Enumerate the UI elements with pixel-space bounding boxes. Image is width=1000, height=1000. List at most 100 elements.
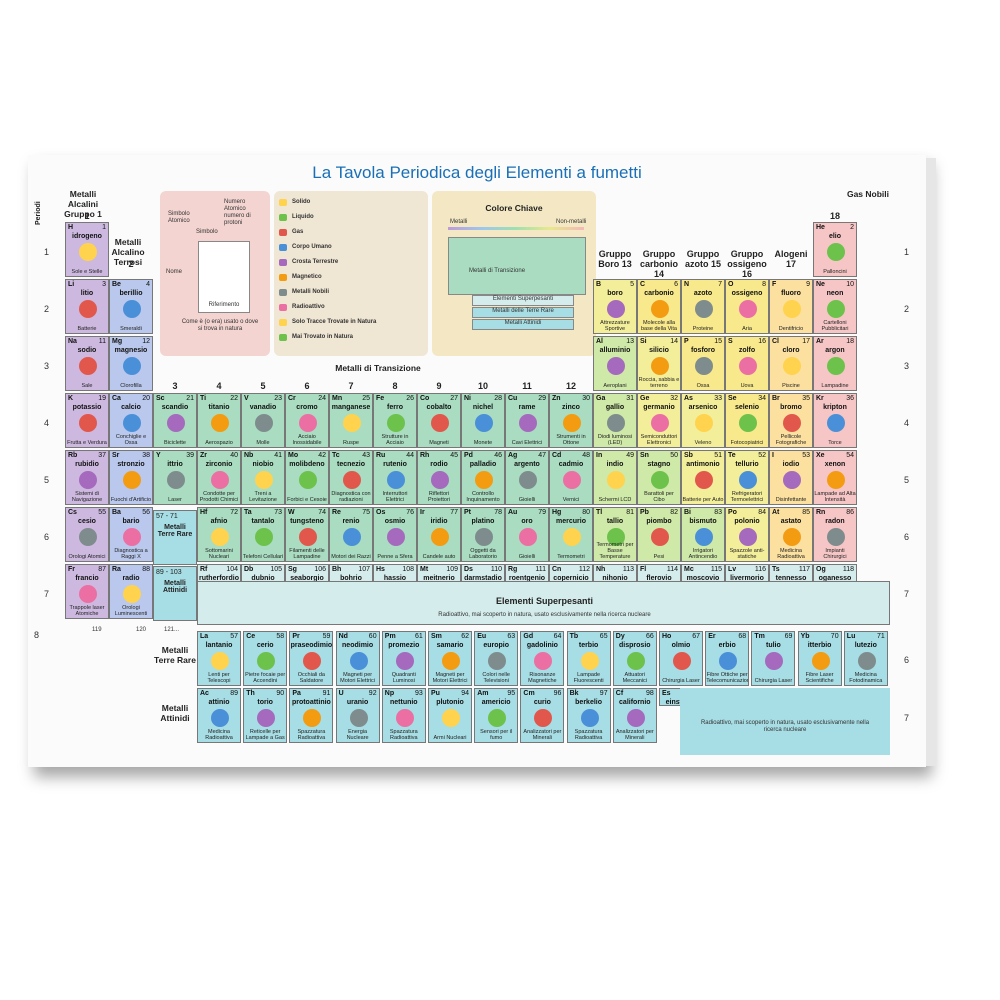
element-cell[interactable]: Ta73tantaloTelefoni Cellulari: [241, 507, 285, 562]
element-cell[interactable]: B5boroAttrezzature Sportive: [593, 279, 637, 334]
element-cell[interactable]: He2elioPalloncini: [813, 222, 857, 277]
element-cell[interactable]: Rg111roentgenio: [505, 564, 549, 582]
element-cell[interactable]: Re75renioMotori dei Razzi: [329, 507, 373, 562]
element-cell[interactable]: Pu94plutonioArmi Nucleari: [428, 688, 472, 743]
element-cell[interactable]: Ts117tennesso: [769, 564, 813, 582]
element-cell[interactable]: Dy66disprosioAttuatori Meccanici: [612, 631, 657, 686]
element-cell[interactable]: W74tungstenoFilamenti delle Lampadine: [285, 507, 329, 562]
element-cell[interactable]: Bi83bismutoIrrigatori Antincendio: [681, 507, 725, 562]
element-cell[interactable]: Pa91protoattinioSpazzatura Radioattiva: [289, 688, 334, 743]
element-cell[interactable]: Db105dubnio: [241, 564, 285, 582]
element-cell[interactable]: At85astatoMedicina Radioattiva: [769, 507, 813, 562]
element-cell[interactable]: Sr38stronzioFuochi d'Artificio: [109, 450, 153, 505]
element-cell[interactable]: Cn112copernicio: [549, 564, 593, 582]
element-cell[interactable]: H1idrogenoSole e Stelle: [65, 222, 109, 277]
element-cell[interactable]: O8ossigenoAria: [725, 279, 769, 334]
element-cell[interactable]: Au79oroGioielli: [505, 507, 549, 562]
element-cell[interactable]: Gd64gadolinioRisonanze Magnetiche: [520, 631, 565, 686]
element-cell[interactable]: Pt78platinoOggetti da Laboratorio: [461, 507, 505, 562]
element-cell[interactable]: Np93nettunioSpazzatura Radioattiva: [381, 688, 426, 743]
element-cell[interactable]: Pm61promezioQuadranti Luminosi: [381, 631, 426, 686]
element-cell[interactable]: Hf72afnioSottomarini Nucleari: [197, 507, 241, 562]
element-cell[interactable]: Sg106seaborgio: [285, 564, 329, 582]
element-cell[interactable]: Lv116livermorio: [725, 564, 769, 582]
element-cell[interactable]: C6carbonioMolecole alla base della Vita: [637, 279, 681, 334]
element-cell[interactable]: Lu71lutezioMedicina Fotodinamica: [843, 631, 888, 686]
element-cell[interactable]: Bh107bohrio: [329, 564, 373, 582]
element-cell[interactable]: La57lantanioLenti per Telescopi: [197, 631, 241, 686]
element-cell[interactable]: Rn86radonImpianti Chirurgici: [813, 507, 857, 562]
element-cell[interactable]: Ba56barioDiagnostica a Raggi X: [109, 507, 153, 562]
element-cell[interactable]: Cr24cromoAcciaio Inossidabile: [285, 393, 329, 448]
element-cell[interactable]: Nh113nihonio: [593, 564, 637, 582]
element-cell[interactable]: Xe54xenonLampade ad Alta Intensità: [813, 450, 857, 505]
element-cell[interactable]: Rb37rubidioSistemi di Navigazione: [65, 450, 109, 505]
element-cell[interactable]: Fe26ferroStrutture in Acciaio: [373, 393, 417, 448]
element-cell[interactable]: Ag47argentoGioielli: [505, 450, 549, 505]
element-cell[interactable]: Th90torioReticelle per Lampade a Gas: [243, 688, 288, 743]
element-cell[interactable]: Eu63europioColori nelle Televisioni: [474, 631, 519, 686]
element-cell[interactable]: Po84polonioSpazzole anti-statiche: [725, 507, 769, 562]
element-cell[interactable]: Mg12magnesioClorofilla: [109, 336, 153, 391]
element-cell[interactable]: Sb51antimonioBatterie per Auto: [681, 450, 725, 505]
element-cell[interactable]: Ra88radioOrologi Luminescenti: [109, 564, 153, 619]
element-cell[interactable]: Fr87francioTrappole laser Atomiche: [65, 564, 109, 619]
element-cell[interactable]: K19potassioFrutta e Verdura: [65, 393, 109, 448]
element-cell[interactable]: Cf98californioAnalizzatori per Minerali: [612, 688, 657, 743]
element-cell[interactable]: As33arsenicoVeleno: [681, 393, 725, 448]
element-cell[interactable]: Sc21scandioBiciclette: [153, 393, 197, 448]
element-cell[interactable]: Ni28nichelMonete: [461, 393, 505, 448]
element-cell[interactable]: Zn30zincoStrumenti in Ottone: [549, 393, 593, 448]
element-cell[interactable]: In49indioSchermi LCD: [593, 450, 637, 505]
element-cell[interactable]: Hg80mercurioTermometri: [549, 507, 593, 562]
element-cell[interactable]: Rf104rutherfordio: [197, 564, 241, 582]
element-cell[interactable]: Te52tellurioRefrigeratori Termoelettrici: [725, 450, 769, 505]
element-cell[interactable]: Se34selenioFotocopiatrici: [725, 393, 769, 448]
element-cell[interactable]: Mc115moscovio: [681, 564, 725, 582]
element-cell[interactable]: Ti22titanioAerospazio: [197, 393, 241, 448]
element-cell[interactable]: Ga31gallioDiodi luminosi (LED): [593, 393, 637, 448]
element-cell[interactable]: Cm96curioAnalizzatori per Minerali: [520, 688, 565, 743]
element-cell[interactable]: Cd48cadmioVernici: [549, 450, 593, 505]
element-cell[interactable]: Rh45rodioRiflettori Proiettori: [417, 450, 461, 505]
element-cell[interactable]: Nd60neodimioMagneti per Motori Elettrici: [335, 631, 380, 686]
element-cell[interactable]: Sn50stagnoBarattoli per Cibo: [637, 450, 681, 505]
element-cell[interactable]: Al13alluminioAeroplani: [593, 336, 637, 391]
element-cell[interactable]: Ho67olmioChirurgia Laser: [659, 631, 703, 686]
element-cell[interactable]: Cu29rameCavi Elettrici: [505, 393, 549, 448]
element-cell[interactable]: Cl17cloroPiscine: [769, 336, 813, 391]
element-cell[interactable]: Mo42molibdenoForbici e Cesoie: [285, 450, 329, 505]
element-cell[interactable]: Ru44rutenioInterruttori Elettrici: [373, 450, 417, 505]
element-cell[interactable]: Er68erbioFibre Ottiche per Telecomunicaz…: [705, 631, 750, 686]
element-cell[interactable]: Tl81tallioTermometri per Basse Temperatu…: [593, 507, 637, 562]
element-cell[interactable]: Si14silicioRoccia, sabbia e terreno: [637, 336, 681, 391]
element-cell[interactable]: Bk97berkelioSpazzatura Radioattiva: [566, 688, 611, 743]
element-cell[interactable]: Tb65terbioLampade Fluorescenti: [566, 631, 611, 686]
element-cell[interactable]: Nb41niobioTreni a Levitazione: [241, 450, 285, 505]
element-cell[interactable]: Ne10neonCartelloni Pubblicitari: [813, 279, 857, 334]
element-cell[interactable]: Pr59praseodimioOcchiali da Saldatore: [289, 631, 334, 686]
element-cell[interactable]: Cs55cesioOrologi Atomici: [65, 507, 109, 562]
element-cell[interactable]: F9fluoroDentifricio: [769, 279, 813, 334]
element-cell[interactable]: Pd46palladioControllo Inquinamento: [461, 450, 505, 505]
element-cell[interactable]: Sm62samarioMagneti per Motori Elettrici: [428, 631, 472, 686]
element-cell[interactable]: S16zolfoUova: [725, 336, 769, 391]
element-cell[interactable]: N7azotoProteine: [681, 279, 725, 334]
element-cell[interactable]: Y39ittrioLaser: [153, 450, 197, 505]
element-cell[interactable]: P15fosforoOssa: [681, 336, 725, 391]
element-cell[interactable]: V23vanadioMolle: [241, 393, 285, 448]
element-cell[interactable]: Ir77iridioCandele auto: [417, 507, 461, 562]
element-cell[interactable]: Be4berillioSmeraldi: [109, 279, 153, 334]
element-cell[interactable]: Os76osmioPenne a Sfera: [373, 507, 417, 562]
element-cell[interactable]: Yb70itterbioFibre Laser Scientifiche: [797, 631, 842, 686]
element-cell[interactable]: Co27cobaltoMagneti: [417, 393, 461, 448]
element-cell[interactable]: Tm69tulioChirurgia Laser: [751, 631, 796, 686]
element-cell[interactable]: Li3litioBatterie: [65, 279, 109, 334]
element-cell[interactable]: U92uranioEnergia Nucleare: [335, 688, 380, 743]
element-cell[interactable]: Zr40zirconioCondotte per Prodotti Chimic…: [197, 450, 241, 505]
element-cell[interactable]: I53iodioDisinfettante: [769, 450, 813, 505]
element-cell[interactable]: Ar18argonLampadine: [813, 336, 857, 391]
element-cell[interactable]: Pb82piomboPesi: [637, 507, 681, 562]
element-cell[interactable]: Fl114flerovio: [637, 564, 681, 582]
element-cell[interactable]: Ac89attinioMedicina Radioattiva: [197, 688, 241, 743]
